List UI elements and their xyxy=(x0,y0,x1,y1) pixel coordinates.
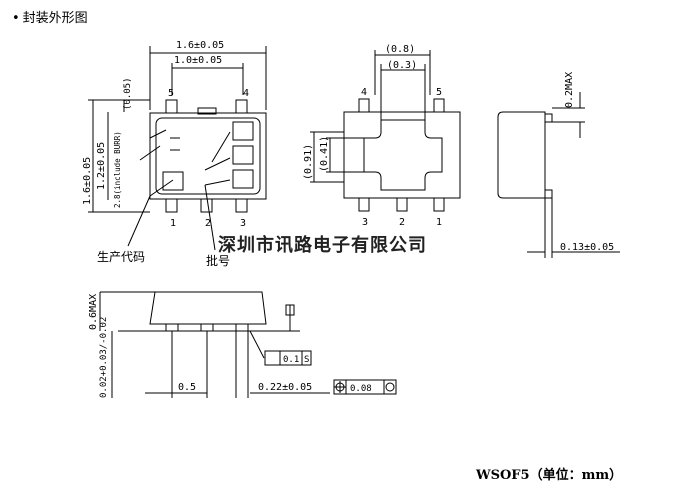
marking-box-3 xyxy=(232,169,254,189)
pin-2-top xyxy=(200,198,213,213)
bottom-view: (0.8) (0.3) (0.91) (0.41) 4 5 3 2 xyxy=(303,44,461,228)
pin-2-bottom xyxy=(396,197,408,212)
pin-label-4: 4 xyxy=(243,88,249,99)
pin-3-top xyxy=(235,198,248,213)
top-view: 1.6±0.05 1.0±0.05 1.6±0.05 1.2±0.05 (0.0… xyxy=(82,40,267,251)
section-title: •封装外形图 xyxy=(12,7,88,26)
dim-include-burr-text: 2.8(include BURR) xyxy=(113,131,122,208)
company-watermark: 深圳市讯路电子有限公司 xyxy=(218,235,427,256)
label-lot-number: 批号 xyxy=(206,254,231,268)
bullet-icon: • xyxy=(12,11,20,26)
marking-box-4 xyxy=(162,171,184,191)
dim-lead-width-text: 0.22±0.05 xyxy=(258,382,312,393)
dim-v-inner-text: (0.41) xyxy=(319,136,330,172)
pin-4-top xyxy=(235,99,248,114)
dim-standoff-text: 0.02+0.03/-0.02 xyxy=(99,317,109,398)
dim-total-height-text: 1.6±0.05 xyxy=(82,157,93,205)
pin-label-1: 1 xyxy=(170,218,176,229)
front-lead-1 xyxy=(165,323,179,332)
pin-5-top xyxy=(165,99,178,114)
bpin-label-1: 1 xyxy=(436,217,442,228)
dim-height-max-text: 0.6MAX xyxy=(88,294,99,330)
marking-box-1 xyxy=(232,121,254,141)
pin-1-top xyxy=(165,198,178,213)
package-body-inner xyxy=(155,117,261,195)
side-body xyxy=(497,111,546,199)
bpin-label-4: 4 xyxy=(361,87,367,98)
bpin-label-2: 2 xyxy=(399,217,405,228)
bpin-label-5: 5 xyxy=(436,87,442,98)
bpin-label-3: 3 xyxy=(362,217,368,228)
bottom-body-outline xyxy=(343,111,461,199)
tol-position-text: 0.08 xyxy=(350,384,372,394)
package-caption: WSOF5（单位：mm） xyxy=(476,468,623,483)
datum-marker xyxy=(285,304,295,316)
side-lead-top xyxy=(544,113,553,123)
front-view: 0.6MAX 0.02+0.03/-0.02 0.5 0.22±0.05 0.1… xyxy=(88,291,397,398)
dim-small-text: (0.05) xyxy=(123,77,133,110)
side-lead-bottom xyxy=(544,189,553,199)
marking-box-2 xyxy=(232,145,254,165)
flatness-frame xyxy=(264,350,312,366)
dim-pad-text: (0.8) xyxy=(385,44,415,55)
label-production-code: 生产代码 xyxy=(97,250,146,264)
dim-v-outer-text: (0.91) xyxy=(303,144,314,180)
dim-max-text: 0.2MAX xyxy=(564,72,575,108)
dim-body-height-text: 1.2±0.05 xyxy=(96,142,107,190)
pin-5-bottom xyxy=(433,98,445,113)
center-pad xyxy=(363,119,443,191)
package-body-outline xyxy=(149,112,267,200)
index-mark xyxy=(197,107,217,115)
front-body xyxy=(149,291,267,325)
pin-3-bottom xyxy=(358,197,370,212)
dim-pad-inner-text: (0.3) xyxy=(387,60,417,71)
section-title-text: 封装外形图 xyxy=(22,11,88,26)
dim-total-width-text: 1.6±0.05 xyxy=(176,40,224,51)
datum-text: S xyxy=(304,355,309,365)
pin-label-3: 3 xyxy=(240,218,246,229)
front-lead-2 xyxy=(200,323,214,332)
tol-flatness-text: 0.1 xyxy=(283,355,299,365)
pin-1-bottom xyxy=(433,197,445,212)
dim-lead-text: 0.13±0.05 xyxy=(560,242,614,253)
front-lead-3 xyxy=(235,323,249,332)
pin-4-bottom xyxy=(358,98,370,113)
pin-label-2: 2 xyxy=(205,218,211,229)
dim-pitch-width-text: 1.0±0.05 xyxy=(174,55,222,66)
dim-pitch-text: 0.5 xyxy=(178,382,196,393)
pin-label-5: 5 xyxy=(168,88,174,99)
mmc-modifier-icon xyxy=(385,382,395,392)
side-view: 0.2MAX 0.13±0.05 xyxy=(497,72,620,258)
